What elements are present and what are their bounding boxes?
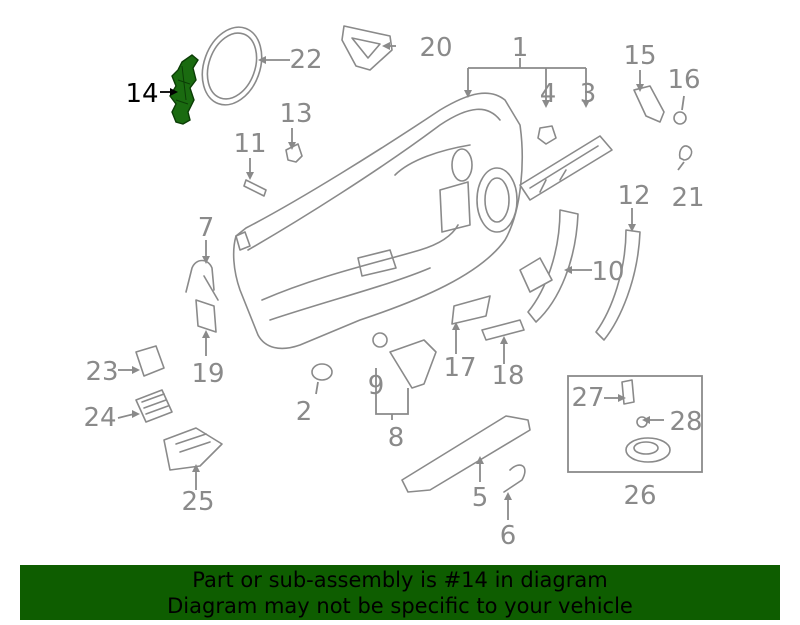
grommet-part-16 [673, 111, 687, 125]
callout-20: 20 [419, 33, 452, 63]
callout-18: 18 [491, 361, 524, 391]
callout-21: 21 [671, 183, 704, 213]
callout-24: 24 [83, 403, 116, 433]
callout-27: 27 [571, 383, 604, 413]
cap-part-21 [678, 145, 693, 161]
callout-11: 11 [233, 129, 266, 159]
bracket-part-14 [169, 54, 199, 125]
clip-part-13 [285, 143, 303, 163]
parts-diagram: 1 2 3 4 5 6 7 8 9 10 11 12 13 14 15 16 1… [83, 25, 705, 551]
trim-part-10 [527, 209, 579, 323]
switch-part-23 [135, 345, 165, 377]
door-panel-part [232, 92, 523, 350]
callout-12: 12 [617, 181, 650, 211]
callout-9: 9 [368, 371, 385, 401]
cap-part-20 [341, 25, 393, 71]
callout-15: 15 [623, 41, 656, 71]
callout-25: 25 [181, 487, 214, 517]
leader-lines [117, 45, 685, 520]
callout-19: 19 [191, 359, 224, 389]
callout-3: 3 [580, 79, 597, 109]
callout-5: 5 [472, 483, 489, 513]
info-banner: Part or sub-assembly is #14 in diagram D… [20, 565, 780, 620]
clip-part-9 [372, 332, 388, 348]
leader-arrows [132, 42, 650, 500]
grommet-part-2 [311, 363, 333, 381]
callout-10: 10 [591, 257, 624, 287]
callout-8: 8 [388, 423, 405, 453]
callout-2: 2 [296, 397, 313, 427]
callout-4: 4 [540, 79, 557, 109]
sub-assembly-box-26 [567, 375, 703, 473]
callout-28: 28 [669, 407, 702, 437]
housing-part-25 [163, 427, 223, 471]
banner-line-2: Diagram may not be specific to your vehi… [167, 594, 633, 618]
pad-part-19 [195, 299, 217, 333]
callout-14: 14 [125, 79, 158, 109]
callout-13: 13 [279, 99, 312, 129]
strip-part-12 [595, 229, 641, 341]
armrest-part-5 [401, 415, 531, 493]
callout-17: 17 [443, 353, 476, 383]
callout-23: 23 [85, 357, 118, 387]
callout-6: 6 [500, 521, 517, 551]
callout-16: 16 [667, 65, 700, 95]
grille-part-24 [135, 389, 173, 423]
bracket-part-8 [389, 339, 437, 389]
pin-part-11 [243, 179, 267, 197]
callout-22: 22 [289, 45, 322, 75]
bezel-part-17 [451, 295, 491, 325]
bolt-part-27 [621, 379, 635, 405]
callout-7: 7 [198, 213, 215, 243]
banner-line-1: Part or sub-assembly is #14 in diagram [192, 568, 608, 592]
clip-part-6 [503, 464, 526, 493]
callout-26: 26 [623, 481, 656, 511]
cover-part-15 [633, 85, 665, 123]
clip-part-4 [537, 125, 557, 145]
ring-part-22 [201, 26, 263, 106]
bracket-part-7 [185, 259, 219, 301]
handle-part-10b [519, 257, 553, 293]
callout-1: 1 [512, 33, 529, 63]
trim-part-18 [481, 319, 525, 341]
